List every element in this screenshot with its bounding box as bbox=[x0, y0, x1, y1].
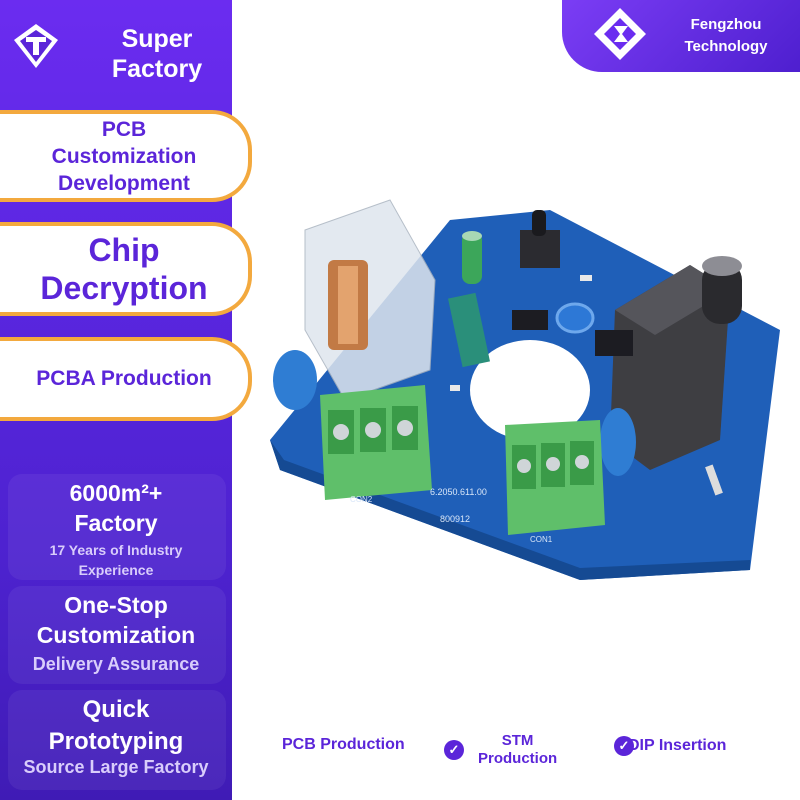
service-pill-chip-decryption: Chip Decryption bbox=[0, 222, 252, 316]
tact-switch bbox=[520, 230, 560, 268]
service-pill-1-line-2: Customization bbox=[51, 144, 197, 168]
check-icon: ✓ bbox=[444, 740, 464, 760]
stat-prototyping-sub: Source Large Factory bbox=[23, 757, 209, 777]
stat-card-customization bbox=[8, 586, 226, 684]
ic-chip bbox=[595, 330, 633, 356]
ceramic-capacitor-right bbox=[600, 408, 636, 476]
stat-prototyping-title: Quick Prototyping bbox=[0, 694, 232, 758]
silk-text-board-id: 800912 bbox=[440, 514, 470, 524]
service-pill-2-line-2: Decryption bbox=[40, 270, 208, 306]
stat-factory-title: 6000m²+ Factory bbox=[0, 478, 232, 538]
service-pill-1-line-3: Development bbox=[58, 171, 190, 195]
stat-factory-title-line-2: Factory bbox=[74, 510, 158, 536]
diamond-t-logo-icon bbox=[14, 24, 58, 68]
service-pill-pcb-customization: PCB Customization Development bbox=[0, 110, 252, 202]
silk-label-con2: CON2 bbox=[350, 495, 373, 504]
company-name: Fengzhou Technology bbox=[654, 14, 798, 58]
company-name-line-2: Technology bbox=[684, 38, 768, 55]
brand-name: Super Factory bbox=[82, 24, 232, 84]
company-name-line-1: Fengzhou bbox=[690, 16, 762, 33]
ceramic-capacitor-left bbox=[273, 350, 317, 410]
stat-prototyping-title-line-2: Prototyping bbox=[48, 728, 184, 755]
stat-customization-sub: Delivery Assurance bbox=[32, 654, 200, 674]
pcb-center-hole bbox=[470, 340, 590, 440]
stat-factory-sub-line-2: Experience bbox=[78, 562, 154, 578]
transformer-component bbox=[610, 265, 730, 470]
service-pill-2-line-1: Chip bbox=[88, 232, 160, 268]
service-pill-1-line-1: PCB bbox=[101, 117, 147, 141]
brand-name-line-2: Factory bbox=[111, 55, 203, 83]
tag-dip-insertion: ✓ DIP Insertion bbox=[614, 736, 726, 756]
tag-pcb-production-label: PCB Production bbox=[282, 736, 405, 753]
tag-stm-line-1: STM bbox=[501, 732, 534, 749]
tag-dip-insertion-label: DIP Insertion bbox=[628, 737, 727, 754]
stat-prototyping-title-line-1: Quick bbox=[82, 696, 150, 723]
stat-customization-title-line-1: One-Stop bbox=[64, 592, 168, 618]
stat-factory-sub: 17 Years of Industry Experience bbox=[0, 540, 232, 580]
tag-pcb-production: PCB Production bbox=[282, 736, 405, 754]
tag-stm-production: ✓ STM Production bbox=[444, 732, 557, 768]
terminal-block-con1 bbox=[505, 420, 605, 535]
company-badge: Fengzhou Technology bbox=[562, 0, 800, 72]
relay-component bbox=[304, 199, 436, 401]
silk-label-con1: CON1 bbox=[530, 535, 553, 544]
stat-card-prototyping bbox=[8, 690, 226, 790]
service-pill-pcba-production: PCBA Production bbox=[0, 337, 252, 421]
company-logo-icon bbox=[594, 8, 646, 60]
silk-text-part-number: 6.2050.611.00 bbox=[430, 487, 487, 497]
tag-stm-line-2: Production bbox=[478, 750, 558, 767]
terminal-block-con2 bbox=[320, 385, 432, 500]
pcb-product-image: 6.2050.611.00 800912 CON2 CON1 bbox=[270, 199, 780, 580]
capacitor-large bbox=[702, 262, 742, 324]
stat-factory-title-line-1: 6000m²+ bbox=[69, 480, 163, 506]
stat-card-factory bbox=[8, 474, 226, 580]
service-pill-3-line-1: PCBA Production bbox=[36, 367, 212, 390]
tag-stm-production-label: STM Production bbox=[478, 732, 557, 768]
brand-name-line-1: Super bbox=[121, 25, 193, 53]
stat-factory-sub-line-1: 17 Years of Industry bbox=[49, 542, 183, 558]
stat-customization-title-line-2: Customization bbox=[36, 622, 196, 648]
capacitor-green bbox=[462, 232, 482, 284]
check-icon: ✓ bbox=[614, 736, 634, 756]
stat-customization-title: One-Stop Customization bbox=[0, 590, 232, 650]
